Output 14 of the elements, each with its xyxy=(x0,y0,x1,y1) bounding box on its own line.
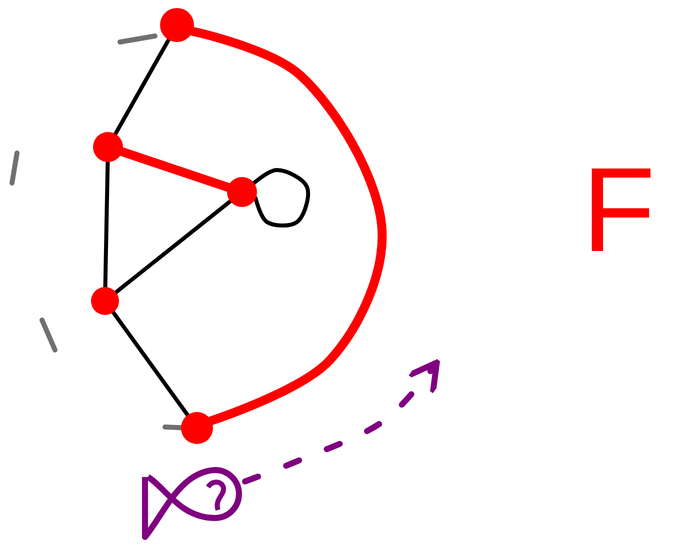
graph-edge xyxy=(114,199,232,294)
graph-edge xyxy=(118,147,232,192)
vertex-dot xyxy=(160,8,194,42)
vertex-dot xyxy=(181,412,213,444)
vertex-dot xyxy=(227,177,257,207)
vertex-dot xyxy=(91,287,119,315)
graph-edge xyxy=(113,38,171,136)
graph-edge xyxy=(103,160,110,289)
graph-edge xyxy=(252,168,310,228)
graph-edge xyxy=(188,26,387,426)
arrow xyxy=(242,360,440,484)
graph-edge xyxy=(111,310,190,418)
vertex-dot xyxy=(93,132,123,162)
letter-label: F xyxy=(582,150,656,270)
